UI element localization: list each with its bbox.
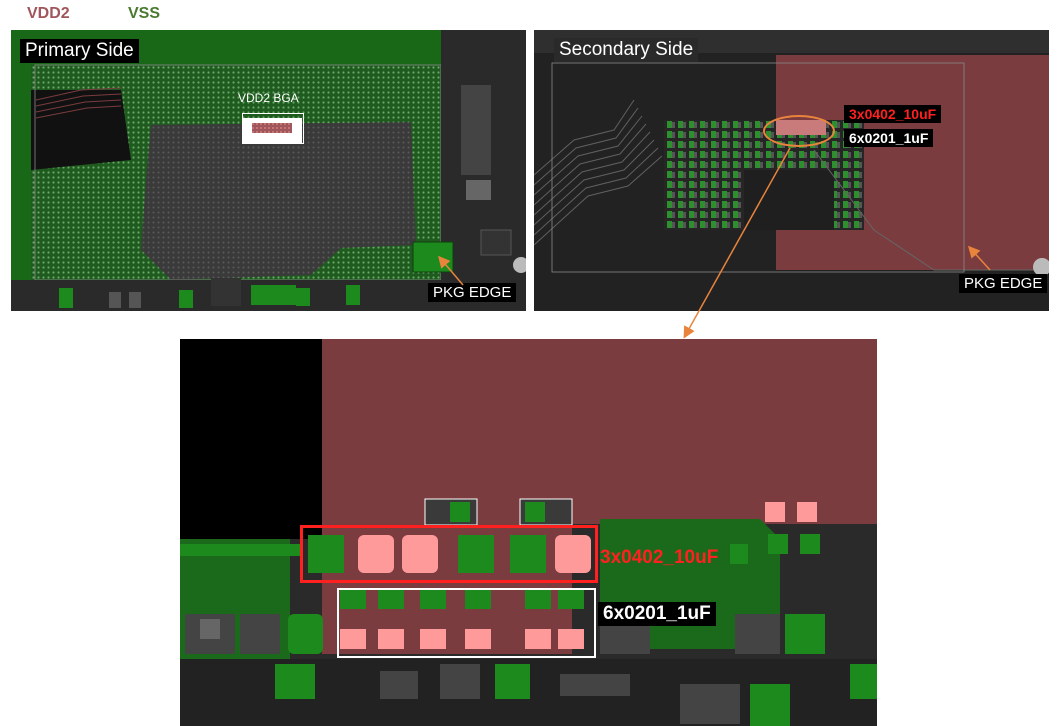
- cap-cluster-circle: [763, 115, 835, 147]
- primary-side-layout: [11, 30, 526, 311]
- vdd2-bga-box: [242, 113, 304, 144]
- legend-vss: VSS: [128, 5, 161, 22]
- zoom-cap-1uf-label: 6x0201_1uF: [598, 602, 716, 626]
- cap-1uf-highlight-box: [337, 588, 596, 658]
- secondary-side-panel: Secondary Side 3x0402_10uF 6x0201_1uF PK…: [534, 30, 1049, 311]
- primary-side-panel: Primary Side VDD2 BGA PKG EDGE: [11, 30, 526, 311]
- zoom-cap-10uf-label: 3x0402_10uF: [600, 547, 719, 568]
- secondary-cap-10uf-label: 3x0402_10uF: [844, 105, 942, 123]
- secondary-pkg-edge-label: PKG EDGE: [959, 274, 1048, 293]
- primary-pkg-edge-label: PKG EDGE: [428, 283, 517, 302]
- cap-10uf-highlight-box: [300, 525, 598, 583]
- primary-side-title: Primary Side: [20, 39, 139, 63]
- secondary-side-layout: [534, 30, 1049, 311]
- zoomed-view-panel: 3x0402_10uF 6x0201_1uF: [180, 339, 877, 726]
- vdd2-bga-label: VDD2 BGA: [238, 91, 299, 105]
- legend-vdd2: VDD2: [27, 5, 70, 22]
- secondary-cap-1uf-label: 6x0201_1uF: [844, 129, 934, 147]
- secondary-side-title: Secondary Side: [554, 38, 699, 62]
